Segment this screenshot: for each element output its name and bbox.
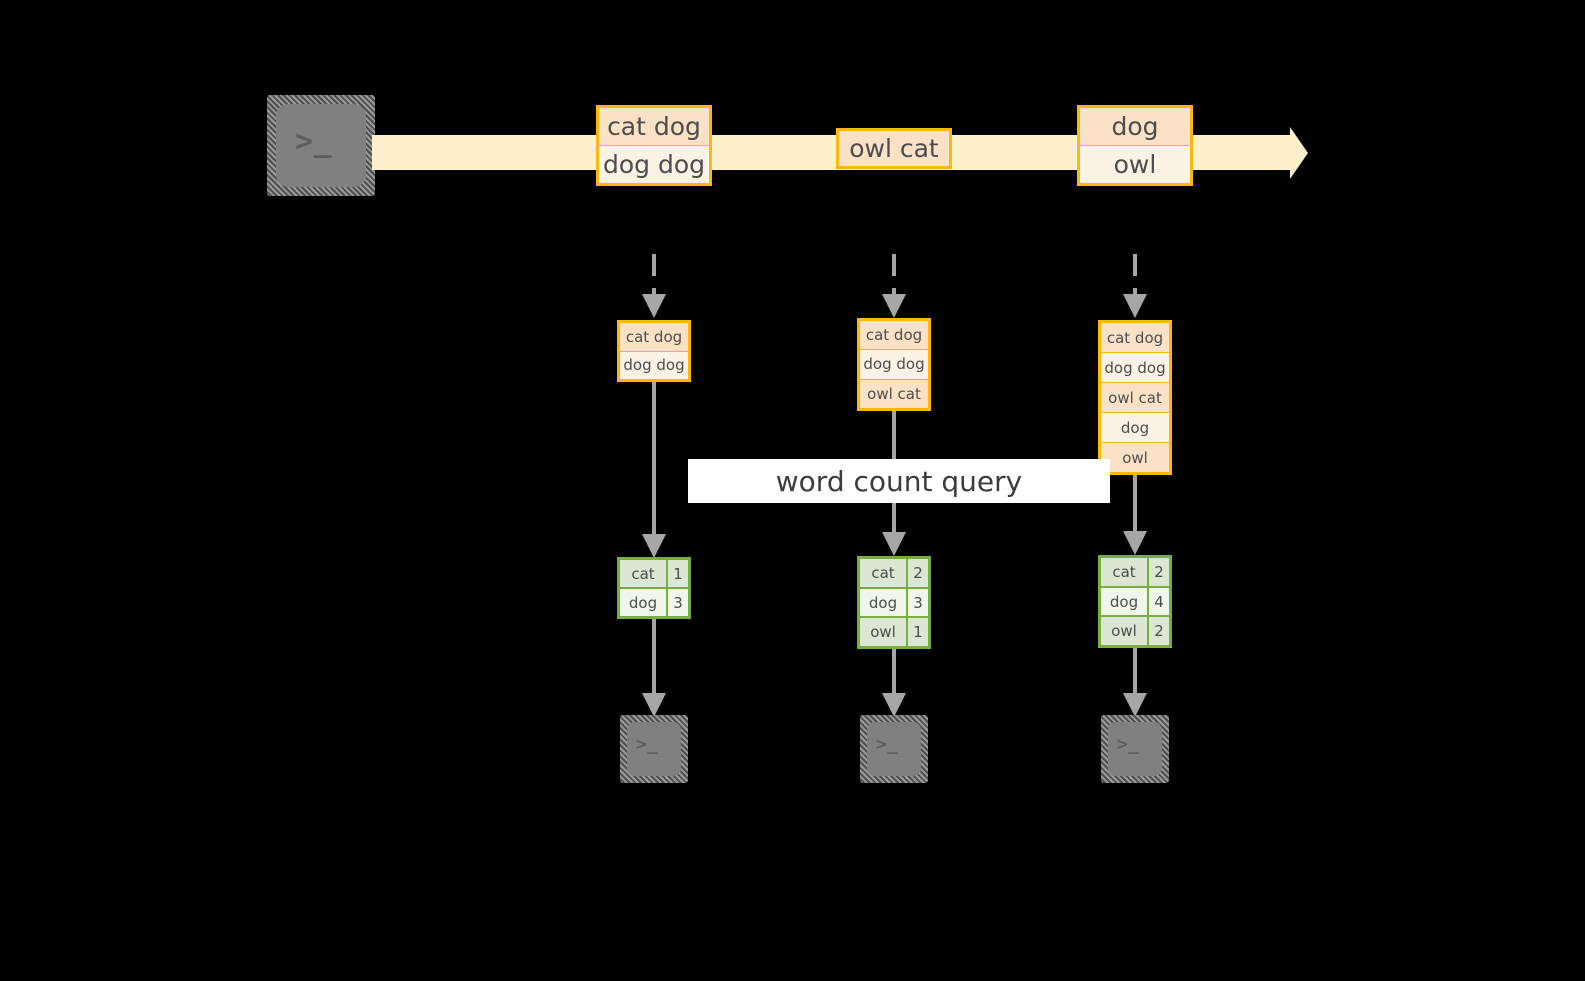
result-row: cat 1 <box>620 560 688 589</box>
terminal-body <box>1108 722 1162 776</box>
result-row: cat 2 <box>1101 558 1169 588</box>
result-word: cat <box>860 559 908 587</box>
stream-record-1[interactable]: cat dog dog dog <box>596 105 712 186</box>
snapshot-3-input-table[interactable]: cat dog dog dog owl cat dog owl <box>1098 320 1172 475</box>
record-line: cat dog <box>599 108 709 146</box>
result-row: owl 1 <box>860 618 928 647</box>
terminal-prompt-glyph: >_ <box>636 734 659 755</box>
result-count: 3 <box>673 593 683 612</box>
result-word: dog <box>860 588 908 617</box>
record-line: dog dog <box>599 146 709 183</box>
dashed-connector-1 <box>642 254 666 318</box>
result-count: 1 <box>673 564 683 583</box>
input-line: cat dog <box>860 321 928 351</box>
result-word: owl <box>1101 617 1149 646</box>
result-word: owl <box>860 618 908 647</box>
result-word: cat <box>620 560 668 587</box>
terminal-body <box>627 722 681 776</box>
result-word: dog <box>1101 587 1149 616</box>
stream-arrow-head <box>1290 127 1308 179</box>
input-line: dog dog <box>1101 353 1169 383</box>
input-line: dog dog <box>860 350 928 380</box>
input-line: owl cat <box>860 379 928 408</box>
input-line: dog dog <box>620 351 688 379</box>
result-count: 1 <box>913 623 923 642</box>
result-row: dog 3 <box>620 589 688 616</box>
snapshot-1-result-table[interactable]: cat 1 dog 3 <box>617 557 691 619</box>
result-count: 2 <box>1154 562 1164 581</box>
record-line: dog <box>1080 108 1190 146</box>
input-line: dog <box>1101 413 1169 443</box>
query-connector-3 <box>1123 475 1147 555</box>
sink-connector-2 <box>882 649 906 717</box>
snapshot-2-input-table[interactable]: cat dog dog dog owl cat <box>857 318 931 411</box>
snapshot-2-sink-terminal-icon[interactable]: >_ <box>860 715 928 783</box>
input-line: cat dog <box>620 323 688 352</box>
terminal-body <box>276 104 366 187</box>
terminal-body <box>867 722 921 776</box>
result-count: 2 <box>913 563 923 582</box>
terminal-prompt-glyph: >_ <box>1117 734 1140 755</box>
result-row: owl 2 <box>1101 617 1169 646</box>
result-word: dog <box>620 589 668 616</box>
input-line: cat dog <box>1101 323 1169 353</box>
result-row: dog 4 <box>1101 587 1169 618</box>
input-line: owl cat <box>1101 383 1169 413</box>
query-connector-1 <box>642 382 666 558</box>
result-count: 2 <box>1154 622 1164 641</box>
sink-connector-1 <box>642 619 666 717</box>
result-word: cat <box>1101 558 1149 586</box>
snapshot-1-input-table[interactable]: cat dog dog dog <box>617 320 691 382</box>
record-line: owl cat <box>839 131 949 166</box>
snapshot-1-sink-terminal-icon[interactable]: >_ <box>620 715 688 783</box>
result-row: dog 3 <box>860 588 928 619</box>
record-line: owl <box>1080 146 1190 183</box>
result-count: 3 <box>913 593 923 612</box>
snapshot-3-result-table[interactable]: cat 2 dog 4 owl 2 <box>1098 555 1172 648</box>
stream-record-2[interactable]: owl cat <box>836 128 952 169</box>
sink-connector-3 <box>1123 648 1147 717</box>
query-label-text: word count query <box>775 464 1023 498</box>
terminal-prompt-glyph: >_ <box>876 734 899 755</box>
dashed-connector-3 <box>1123 254 1147 318</box>
result-count: 4 <box>1154 592 1164 611</box>
result-row: cat 2 <box>860 559 928 589</box>
input-line: owl <box>1101 443 1169 472</box>
terminal-prompt-glyph: >_ <box>295 124 333 159</box>
snapshot-3-sink-terminal-icon[interactable]: >_ <box>1101 715 1169 783</box>
snapshot-2-result-table[interactable]: cat 2 dog 3 owl 1 <box>857 556 931 649</box>
source-terminal-icon[interactable]: >_ <box>267 95 375 196</box>
stream-record-3[interactable]: dog owl <box>1077 105 1193 186</box>
dashed-connector-2 <box>882 254 906 318</box>
query-label: word count query <box>688 459 1110 503</box>
